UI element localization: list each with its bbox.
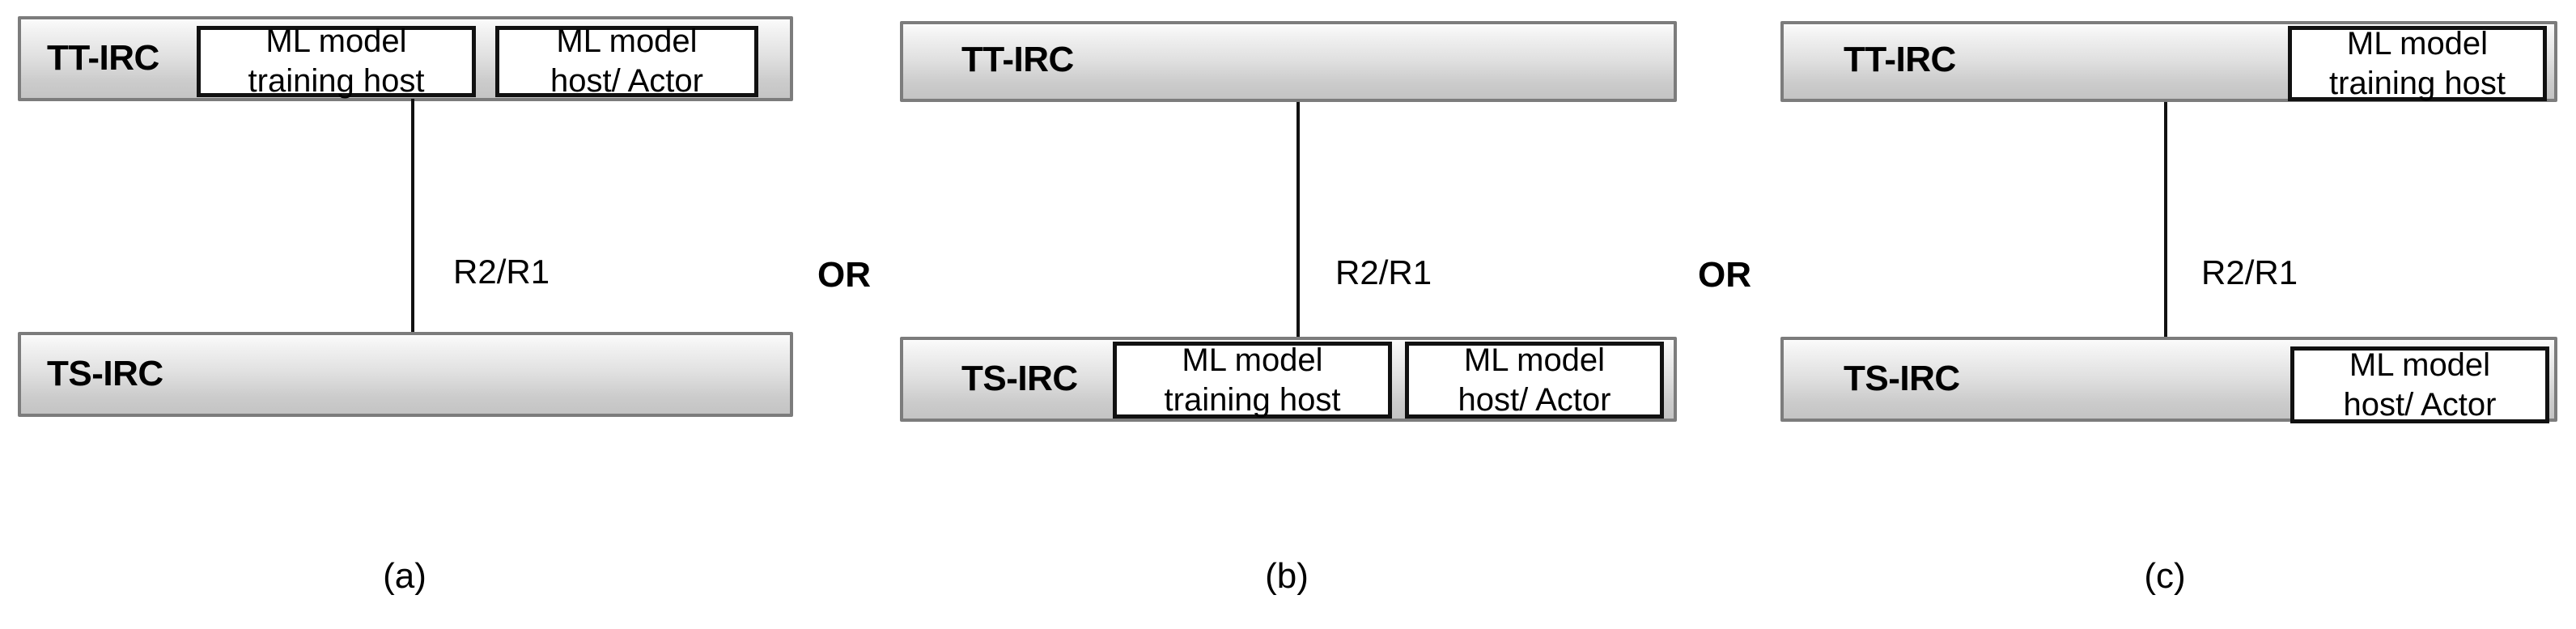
panel-c-ts-irc-label: TS-IRC	[1844, 359, 1960, 398]
panel-c-host-training: ML model training host	[2288, 26, 2547, 101]
panel-c-host-actor: ML model host/ Actor	[2290, 346, 2549, 423]
panel-b-connector-line	[1296, 102, 1300, 337]
or-separator-2: OR	[1698, 255, 1751, 295]
panel-a-connector-line	[411, 99, 414, 332]
panel-b-tt-irc-box	[900, 21, 1677, 102]
panel-b-tt-irc-label: TT-IRC	[961, 40, 1074, 79]
panel-b-caption: (b)	[1265, 556, 1309, 596]
panel-c-link-label: R2/R1	[2201, 253, 2298, 291]
panel-b-host-actor-label: ML model host/ Actor	[1458, 342, 1611, 418]
panel-a-host-actor-label: ML model host/ Actor	[550, 23, 703, 99]
panel-b-host-training: ML model training host	[1113, 342, 1392, 419]
panel-b-host-training-label: ML model training host	[1164, 342, 1341, 418]
panel-b-ts-irc-label: TS-IRC	[961, 359, 1078, 398]
panel-b-host-actor: ML model host/ Actor	[1405, 342, 1664, 419]
panel-c-host-actor-label: ML model host/ Actor	[2343, 346, 2497, 423]
panel-a-host-actor: ML model host/ Actor	[495, 23, 758, 99]
panel-a-caption: (a)	[383, 556, 427, 596]
panel-c-host-training-label: ML model training host	[2329, 25, 2506, 101]
panel-c-tt-irc-label: TT-IRC	[1844, 40, 1956, 79]
panel-b-link-label: R2/R1	[1335, 253, 1432, 291]
panel-c-connector-line	[2164, 102, 2167, 337]
panel-a-ts-irc-box	[18, 332, 793, 417]
or-separator-1: OR	[817, 255, 871, 295]
panel-a-link-label: R2/R1	[453, 253, 550, 291]
panel-a-ts-irc-label: TS-IRC	[47, 354, 163, 393]
panel-a-host-training-label: ML model training host	[248, 23, 425, 99]
panel-a-host-training: ML model training host	[197, 23, 476, 99]
panel-c-caption: (c)	[2144, 556, 2186, 596]
panel-a-tt-irc-label: TT-IRC	[47, 38, 159, 78]
